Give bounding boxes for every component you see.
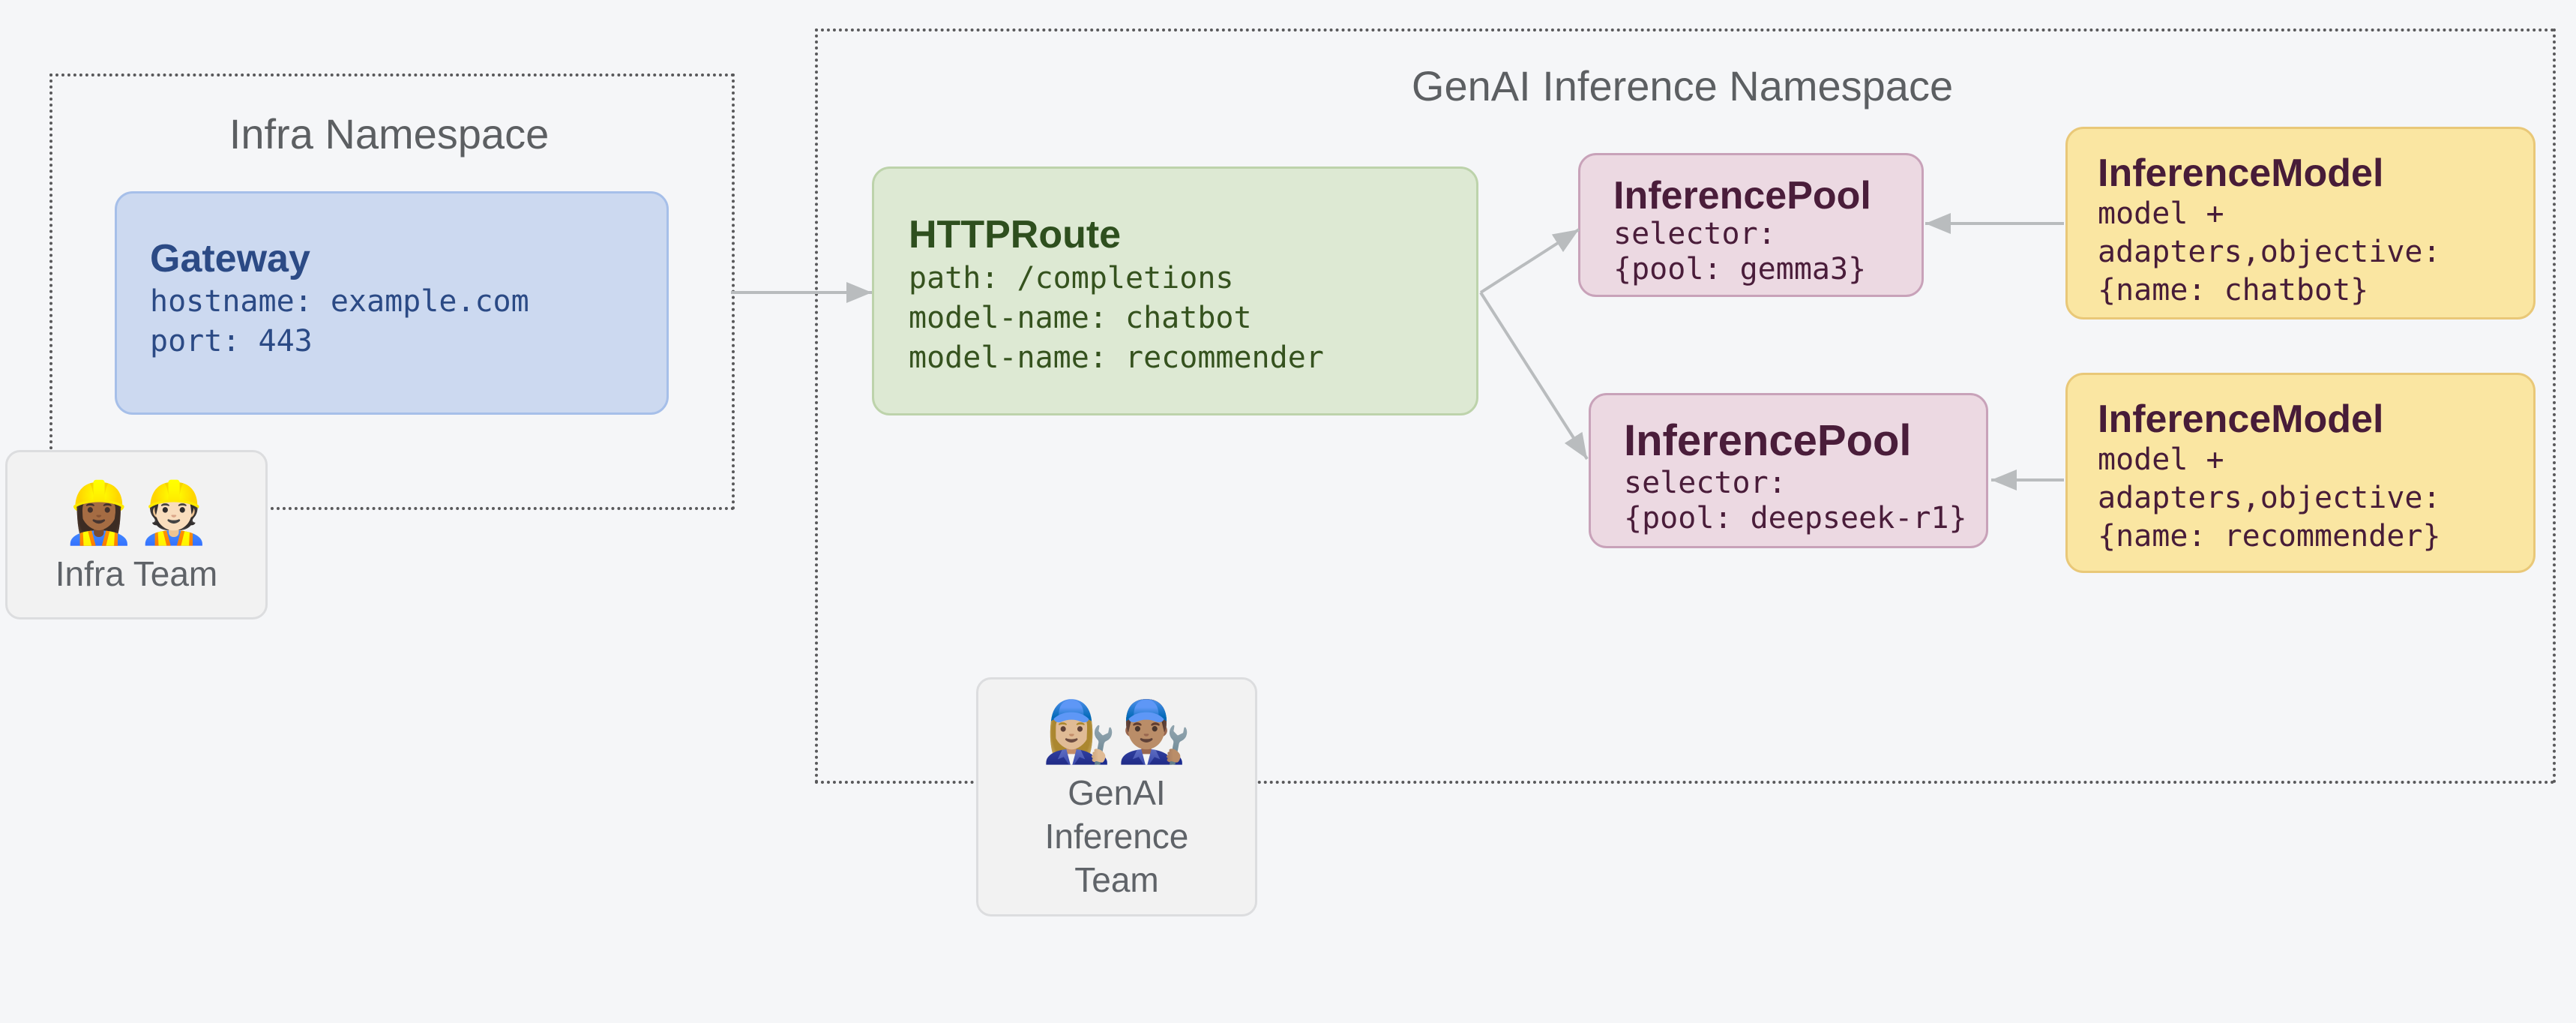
inference-pool-selector: selector: — [1613, 217, 1776, 251]
construction-workers-emoji: 👷🏾‍♀️👷🏻 — [61, 479, 211, 546]
inference-pool-deepseek-node: InferencePool selector: {pool: deepseek-… — [1589, 393, 1988, 548]
inference-model-recommender-node: InferenceModel model + adapters,objectiv… — [2065, 373, 2536, 573]
inference-pool-gemma3-node: InferencePool selector: {pool: gemma3} — [1578, 153, 1924, 297]
gateway-hostname: hostname: example.com — [150, 284, 529, 319]
inference-pool-selector-value: {pool: deepseek-r1} — [1624, 501, 1967, 536]
inference-pool-selector-value: {pool: gemma3} — [1613, 252, 1867, 286]
httproute-path: path: /completions — [909, 261, 1234, 296]
httproute-node: HTTPRoute path: /completions model-name:… — [872, 166, 1478, 416]
inference-model-line: model + — [2098, 196, 2224, 231]
inference-model-chatbot-node: InferenceModel model + adapters,objectiv… — [2065, 127, 2536, 320]
httproute-title: HTTPRoute — [909, 213, 1122, 256]
genai-namespace-title: GenAI Inference Namespace — [1411, 62, 1954, 110]
genai-inference-team-label: GenAI Inference Team — [1044, 772, 1189, 899]
inference-model-title: InferenceModel — [2098, 398, 2384, 441]
inference-model-line: adapters,objective: — [2098, 481, 2441, 515]
mechanics-emoji: 👩🏼‍🔧👨🏽‍🔧 — [1041, 698, 1192, 765]
gateway-title: Gateway — [150, 237, 310, 280]
inference-model-line: adapters,objective: — [2098, 235, 2441, 269]
infra-team-card: 👷🏾‍♀️👷🏻 Infra Team — [5, 450, 268, 620]
inference-model-name: {name: chatbot} — [2098, 273, 2369, 308]
gateway-port: port: 443 — [150, 324, 313, 358]
inference-model-line: model + — [2098, 442, 2224, 477]
infra-team-label: Infra Team — [55, 554, 218, 593]
httproute-model-recommender: model-name: recommender — [909, 340, 1324, 375]
httproute-model-chatbot: model-name: chatbot — [909, 301, 1252, 335]
genai-inference-team-card: 👩🏼‍🔧👨🏽‍🔧 GenAI Inference Team — [976, 677, 1257, 916]
inference-pool-title: InferencePool — [1624, 416, 1912, 465]
inference-pool-title: InferencePool — [1613, 174, 1871, 218]
gateway-node: Gateway hostname: example.com port: 443 — [115, 191, 669, 415]
inference-model-name: {name: recommender} — [2098, 519, 2441, 554]
inference-pool-selector: selector: — [1624, 466, 1787, 500]
genai-namespace-container — [815, 28, 2556, 784]
inference-model-title: InferenceModel — [2098, 152, 2384, 195]
infra-namespace-title: Infra Namespace — [229, 110, 550, 158]
